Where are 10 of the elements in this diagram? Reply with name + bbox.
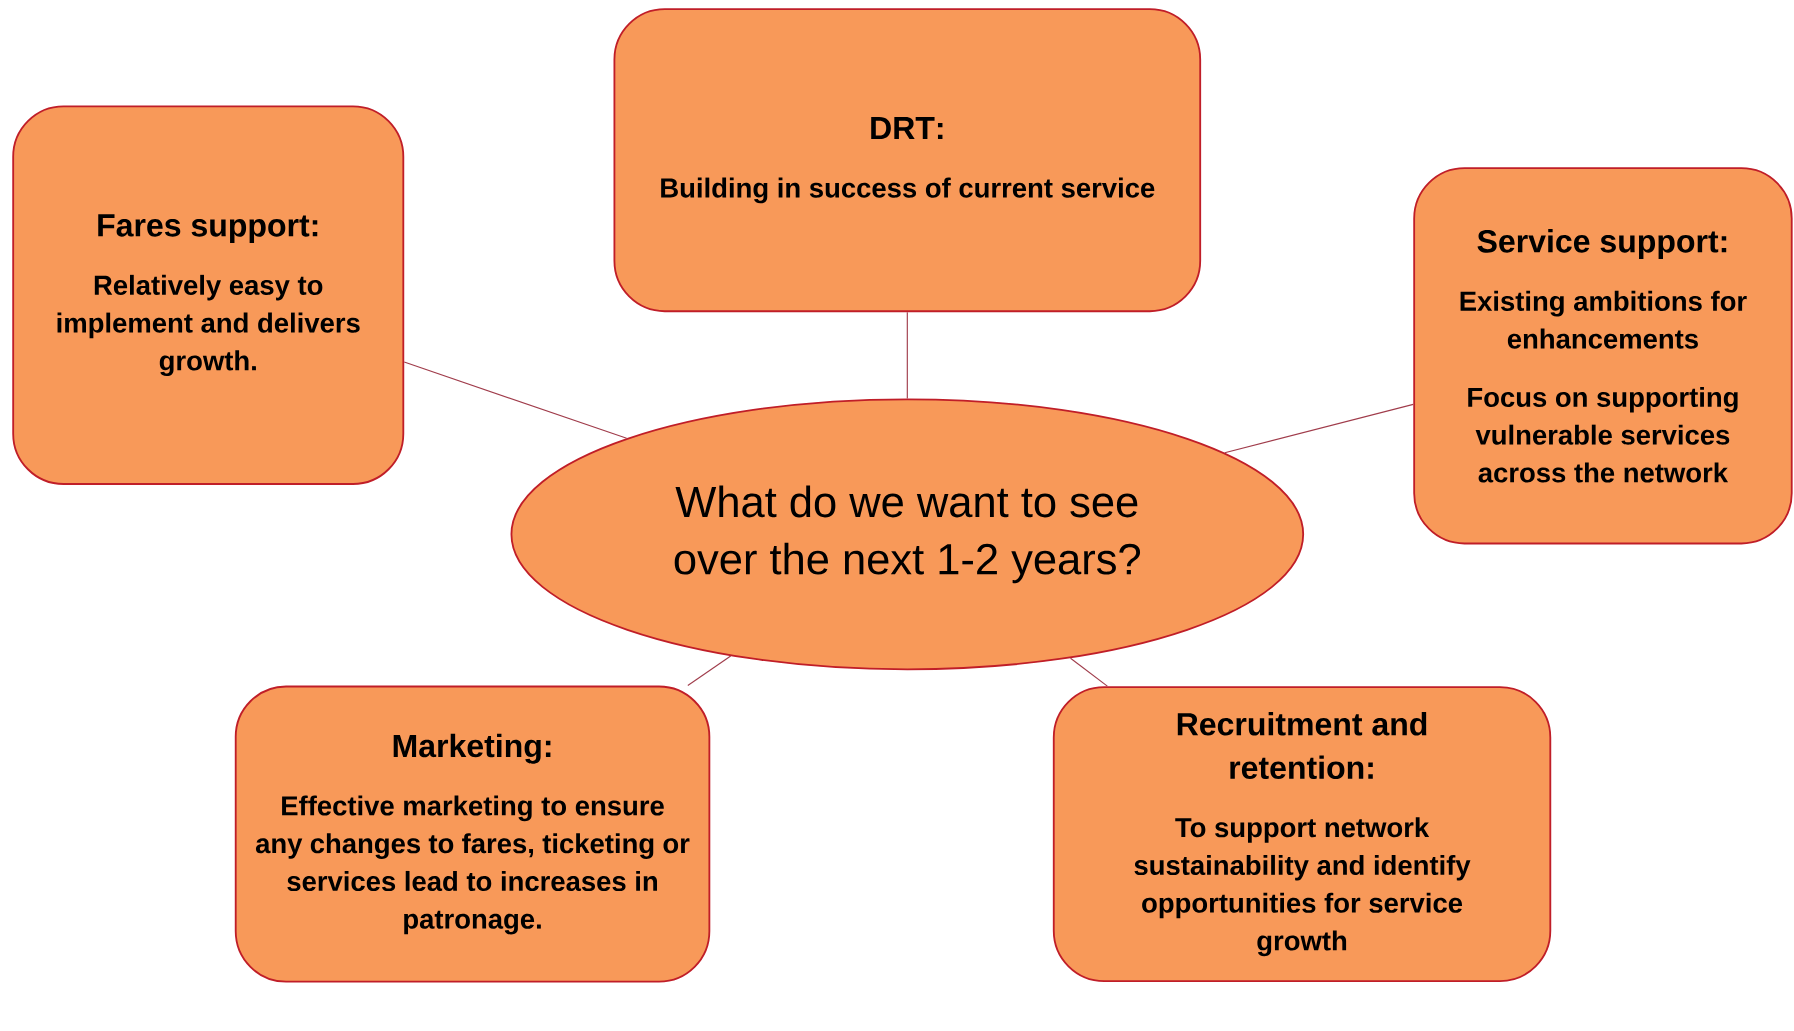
connector-line bbox=[1069, 657, 1108, 687]
topic-box: Marketing: Effective marketing to ensure any changes to fares, ticketing or services lead to increases in patronage. bbox=[234, 685, 711, 983]
connector-line bbox=[906, 311, 908, 399]
connector-line bbox=[403, 361, 628, 439]
connector-line bbox=[687, 655, 732, 687]
topic-box: Recruitment and retention: To support network sustainability and identify opportunities for service growth bbox=[1052, 686, 1552, 983]
topic-box: Fares support: Relatively easy to implement and delivers growth. bbox=[12, 105, 405, 485]
connector-line bbox=[1224, 403, 1414, 454]
topic-box: Service support: Existing ambitions for enhancements Focus on supporting vulnerable services across the network bbox=[1413, 167, 1793, 545]
topic-box: DRT: Building in success of current service bbox=[613, 8, 1202, 313]
